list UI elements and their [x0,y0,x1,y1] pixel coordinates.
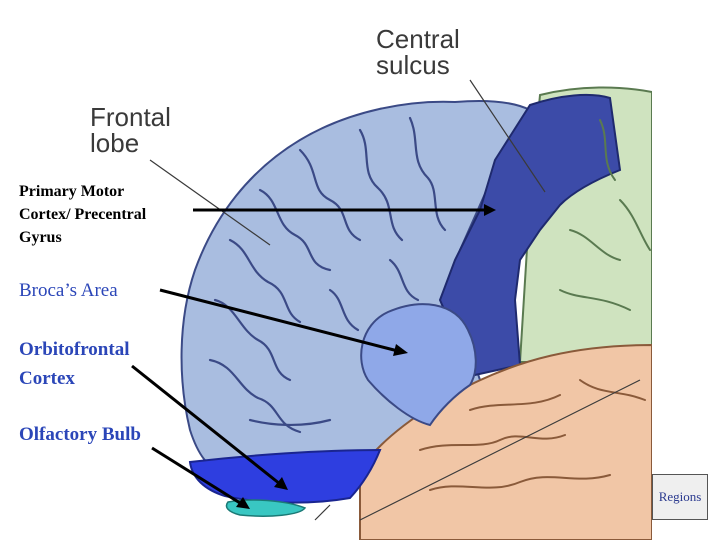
broca-arrow [159,288,399,353]
temporal-lobe [359,343,652,540]
orbitofrontal-line-1: Orbitofrontal [19,339,130,360]
broca-area-label: Broca’s Area [19,280,118,301]
lower-leader [314,504,331,521]
central-sulcus-line-1: Central [376,24,460,54]
frontal-lobe-leader [149,159,271,246]
olfactory-arrowhead [236,497,250,509]
broca-area-region [360,303,477,427]
parietal-gyri-texture [559,119,651,311]
orbitofrontal-region [188,448,382,504]
primary-motor-line-1: Primary Motor [19,183,125,200]
orbitofrontal-cortex-label: Orbitofrontal Cortex [19,335,129,393]
temporal-gyri-texture [419,379,646,491]
orbitofrontal-line-2: Cortex [19,368,75,389]
primary-motor-line-2: Cortex/ Precentral [19,206,147,223]
primary-motor-cortex-label: Primary Motor Cortex/ Precentral Gyrus [19,180,146,249]
central-sulcus-label: Central sulcus [376,26,460,78]
regions-button[interactable]: Regions [652,474,708,520]
orbitofrontal-arrow [131,364,281,486]
callout-arrows [131,204,496,509]
frontal-lobe-line-1: Frontal [90,102,171,132]
lateral-sulcus-leader [359,379,641,521]
olfactory-bulb-label: Olfactory Bulb [19,424,141,445]
orbitofrontal-arrowhead [274,477,288,490]
frontal-lobe-label: Frontal lobe [90,104,171,156]
olfactory-arrow [151,446,241,505]
broca-arrowhead [393,344,408,356]
primary-motor-line-3: Gyrus [19,229,62,246]
central-sulcus-line-2: sulcus [376,50,450,80]
primary-motor-arrowhead [484,204,496,216]
frontal-lobe-line-2: lobe [90,128,140,158]
central-sulcus-leader [469,79,546,193]
